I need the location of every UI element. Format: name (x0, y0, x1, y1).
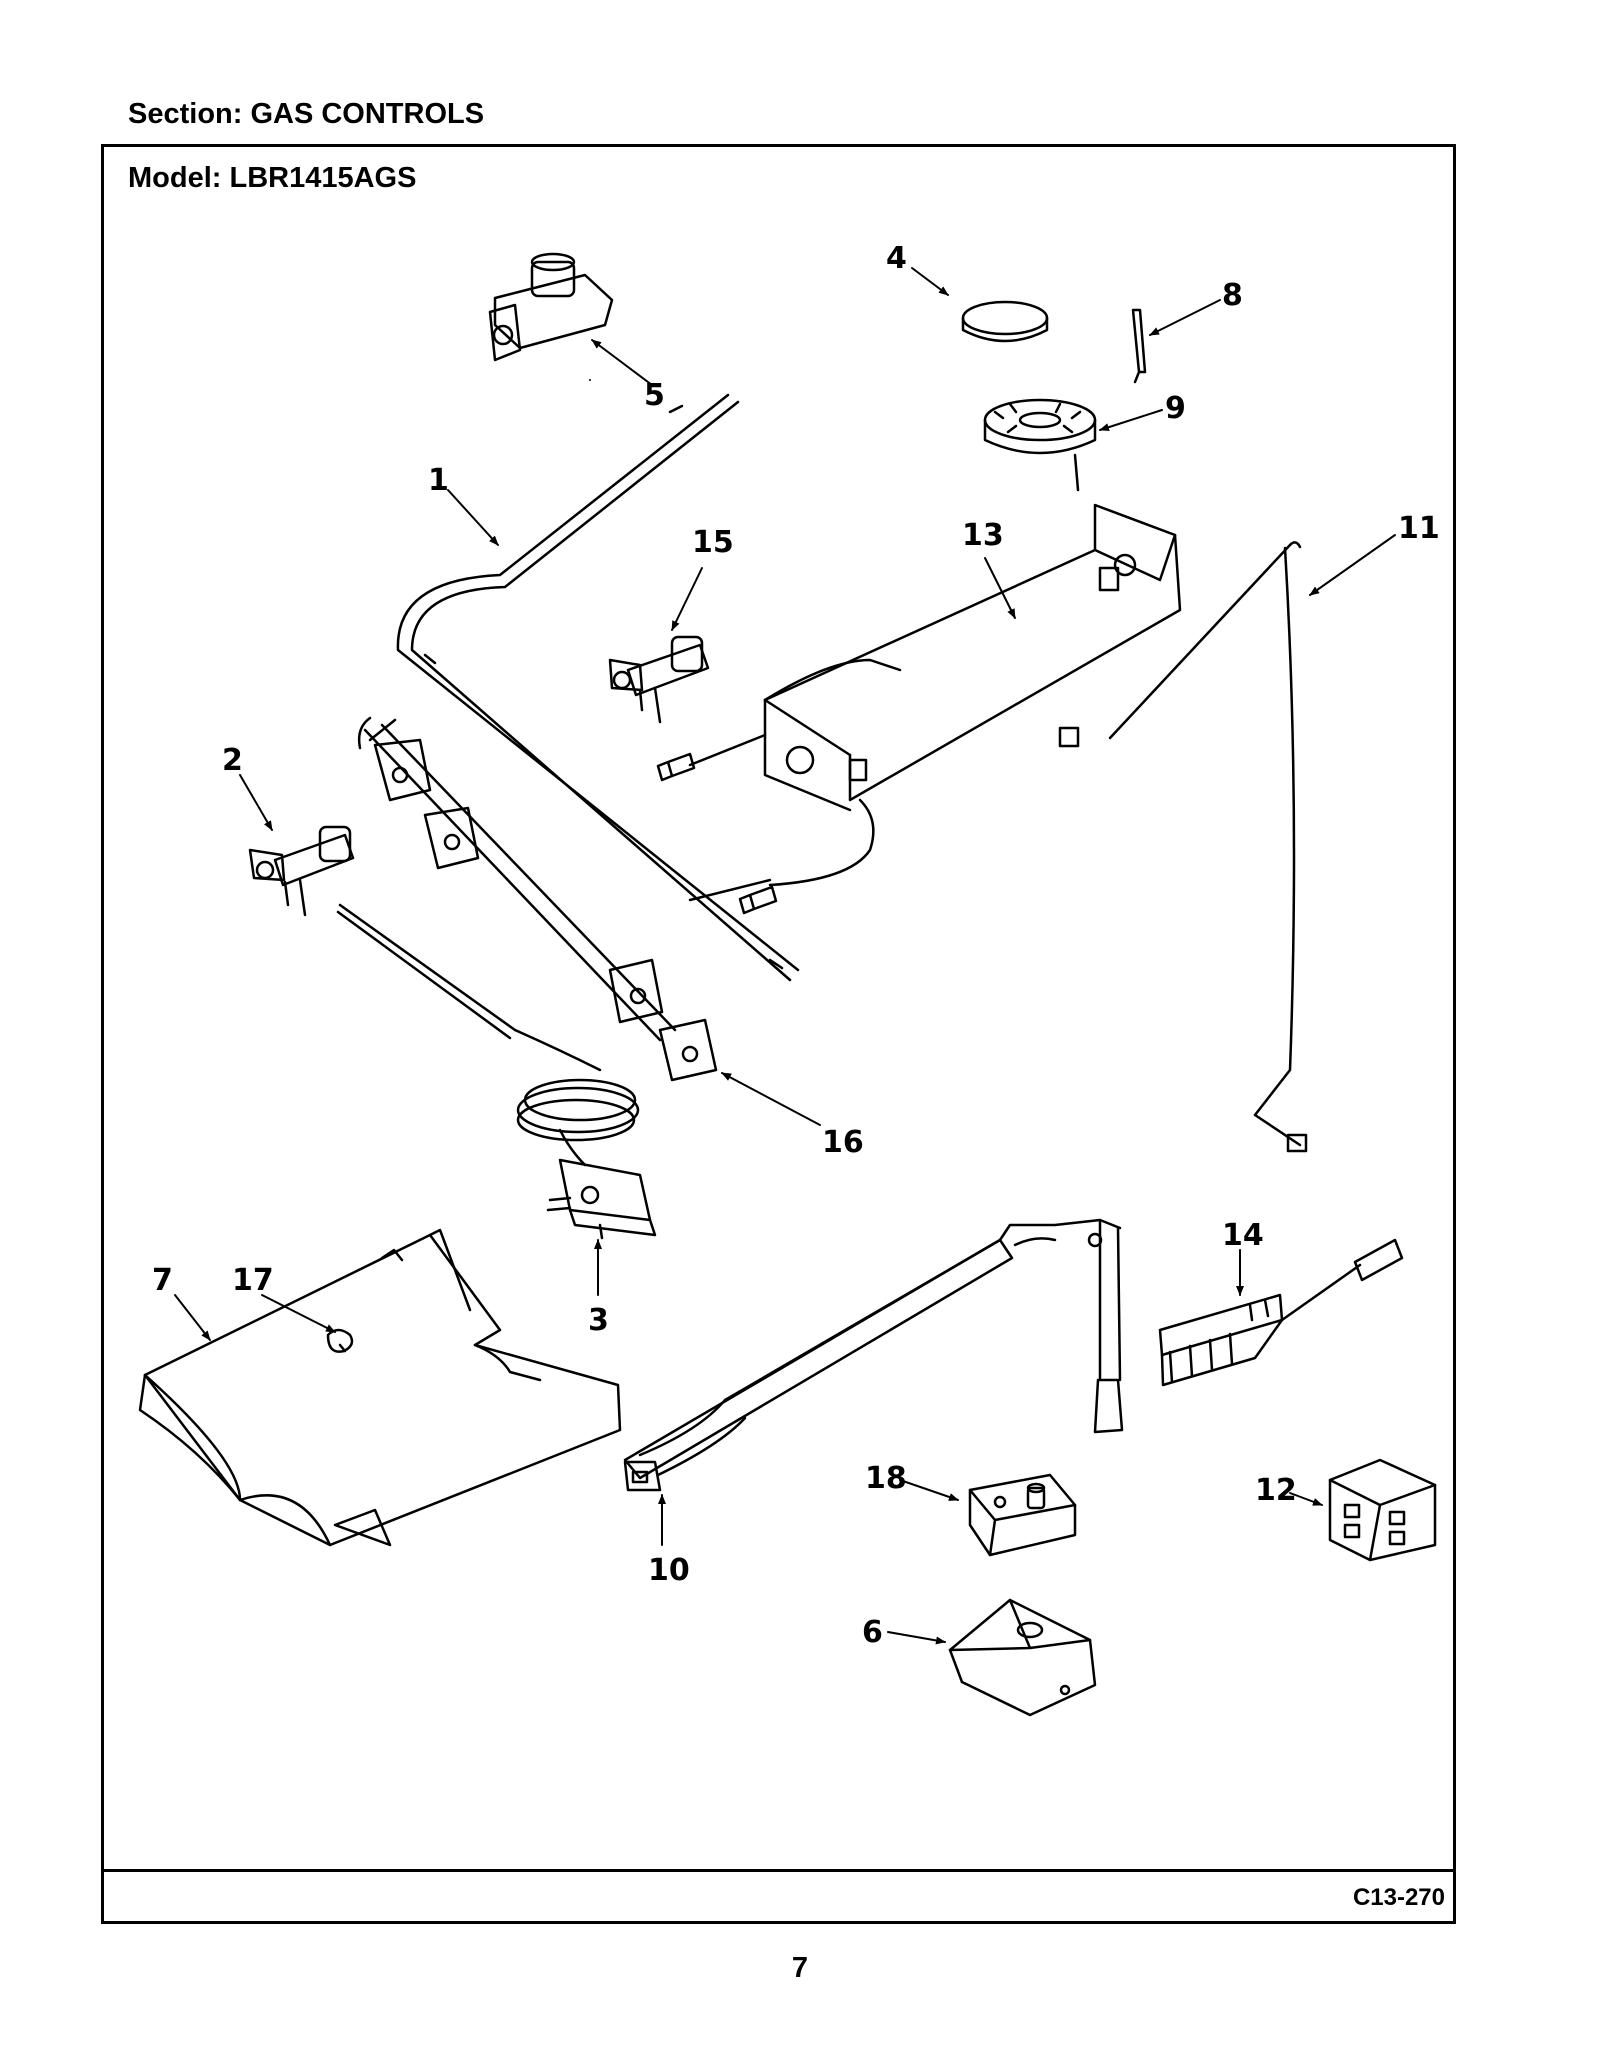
callout-16: 16 (822, 1125, 864, 1160)
callout-numbers: 1 2 3 4 5 6 7 8 9 10 11 12 13 14 15 16 1… (152, 241, 1440, 1650)
diagram-frame (101, 144, 1456, 1924)
section-title: Section: GAS CONTROLS (128, 98, 485, 130)
wing-nut (326, 1328, 354, 1353)
callout-14: 14 (1222, 1218, 1264, 1253)
thermostat-with-capillary (336, 903, 657, 1240)
callout-8: 8 (1222, 278, 1243, 313)
spark-electrode (1131, 308, 1147, 384)
drawing-code: C13-270 (1352, 1884, 1445, 1911)
igniter (968, 1473, 1077, 1557)
callout-15: 15 (692, 525, 734, 560)
page-number: 7 (791, 1952, 809, 1984)
ignition-switch-rail (357, 716, 718, 1082)
burner-head (983, 398, 1097, 492)
callout-3: 3 (588, 1303, 609, 1338)
leader-arrows (174, 267, 1396, 1645)
orifice-fitting (656, 752, 778, 915)
callout-12: 12 (1255, 1473, 1297, 1508)
callout-11: 11 (1398, 511, 1440, 546)
heat-shield (138, 1228, 622, 1547)
callout-10: 10 (648, 1553, 690, 1588)
gas-valve-upper (608, 635, 710, 724)
callout-1: 1 (428, 463, 449, 498)
burner-cap (961, 300, 1049, 343)
spark-module (1158, 1238, 1404, 1387)
burner-tube (623, 1218, 1124, 1492)
callout-13: 13 (962, 518, 1004, 553)
callout-7: 7 (152, 1263, 173, 1298)
spark-switch-block (1328, 1458, 1437, 1562)
gas-valve-lower (248, 825, 355, 917)
wire-harness (1058, 541, 1308, 1153)
exploded-parts-diagram: 1 2 3 4 5 6 7 8 9 10 11 12 13 14 15 16 1… (138, 241, 1440, 1717)
callout-18: 18 (865, 1461, 907, 1496)
callout-5: 5 (644, 378, 665, 413)
burner-box (688, 503, 1182, 902)
callout-6: 6 (862, 1615, 883, 1650)
model-title: Model: LBR1415AGS (128, 162, 417, 194)
mounting-bracket (948, 1598, 1097, 1717)
callout-4: 4 (886, 241, 907, 276)
footer-divider (101, 1869, 1456, 1872)
pressure-regulator (488, 252, 614, 362)
manifold-pipe (396, 393, 800, 982)
callout-9: 9 (1165, 391, 1186, 426)
callout-17: 17 (232, 1263, 274, 1298)
callout-2: 2 (222, 743, 243, 778)
